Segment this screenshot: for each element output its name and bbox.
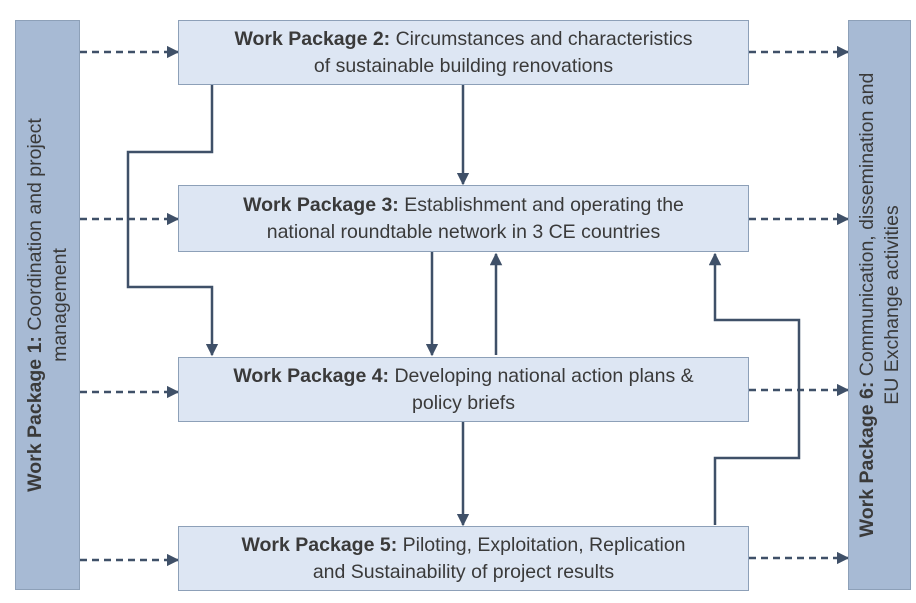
wp2-title: Work Package 2: — [234, 27, 391, 50]
wp1-box: Work Package 1: Coordination and project… — [15, 20, 80, 590]
wp4-box: Work Package 4: Developing national acti… — [178, 357, 749, 422]
wp6-box: Work Package 6: Communication, dissemina… — [848, 20, 911, 590]
arrow-wp5-wp3 — [708, 252, 801, 525]
wp6-line1: Communication, dissemination and — [855, 72, 878, 377]
wp5-label: Work Package 5: Piloting, Exploitation, … — [241, 532, 685, 586]
arrow-wp2-wp4 — [126, 85, 219, 357]
wp1-label: Work Package 1: Coordination and project… — [23, 35, 73, 575]
wp3-title: Work Package 3: — [243, 193, 399, 216]
wp5-line1: Piloting, Exploitation, Replication — [402, 533, 686, 556]
wp3-label: Work Package 3: Establishment and operat… — [243, 192, 684, 246]
wp3-line2: national roundtable network in 3 CE coun… — [266, 220, 661, 243]
wp1-title: Work Package 1: — [23, 336, 46, 492]
wp5-box: Work Package 5: Piloting, Exploitation, … — [178, 526, 749, 591]
wp2-box: Work Package 2: Circumstances and charac… — [178, 20, 749, 85]
wp3-line1: Establishment and operating the — [404, 193, 684, 216]
wp6-label: Work Package 6: Communication, dissemina… — [855, 35, 905, 575]
wp4-label: Work Package 4: Developing national acti… — [233, 363, 693, 417]
wp4-title: Work Package 4: — [233, 364, 390, 387]
wp2-line1: Circumstances and characteristics — [395, 27, 693, 50]
wp4-line2: policy briefs — [412, 391, 515, 414]
wp6-title: Work Package 6: — [855, 381, 878, 538]
wp1-line1: Coordination and project — [23, 118, 46, 331]
wp6-line2: EU Exchange activities — [880, 205, 903, 405]
wp5-line2: and Sustainability of project results — [312, 560, 615, 583]
wp2-label: Work Package 2: Circumstances and charac… — [234, 26, 692, 80]
wp2-line2: of sustainable building renovations — [313, 54, 614, 77]
wp3-box: Work Package 3: Establishment and operat… — [178, 185, 749, 252]
wp5-title: Work Package 5: — [241, 533, 398, 556]
wp4-line1: Developing national action plans & — [394, 364, 694, 387]
wp1-line2: management — [48, 248, 71, 362]
